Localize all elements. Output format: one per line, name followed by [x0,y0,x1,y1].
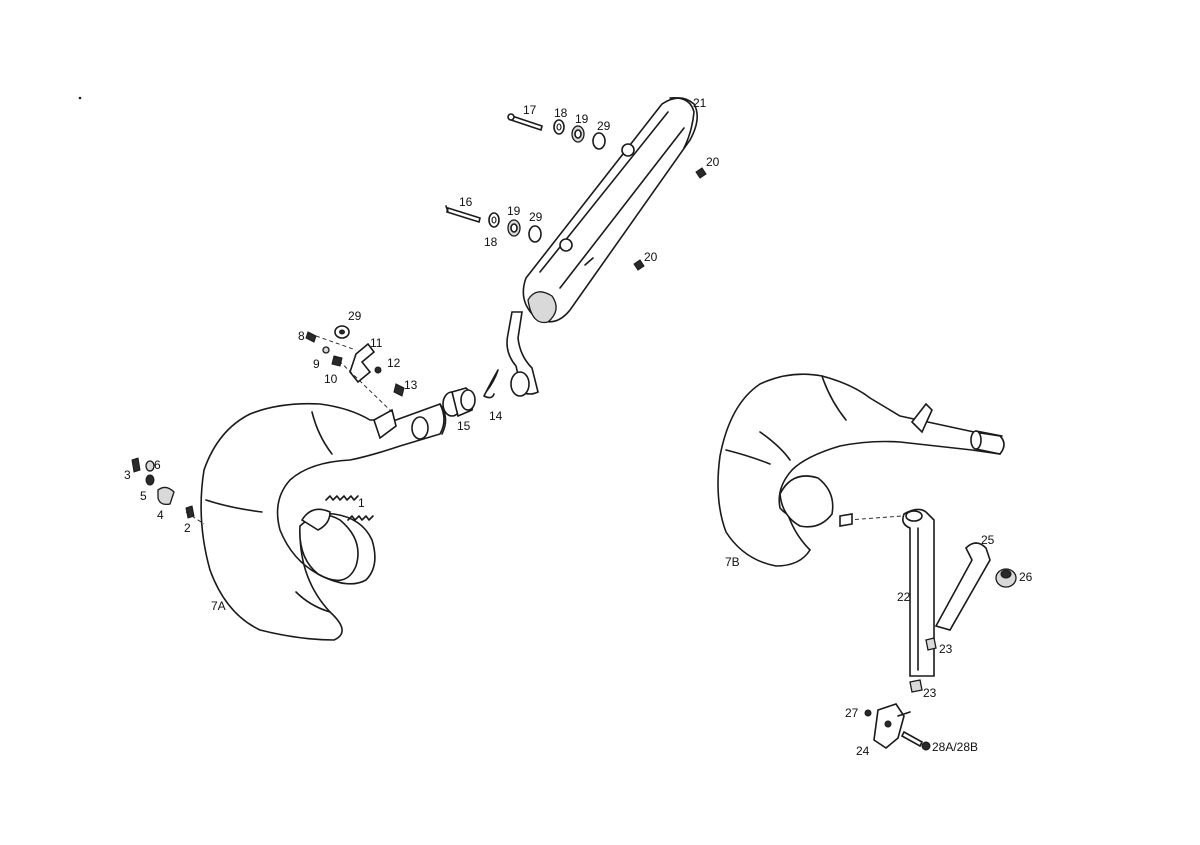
seal-15[interactable] [442,387,476,418]
label-12: 12 [387,356,401,370]
bolt-8[interactable] [305,331,317,343]
label-15: 15 [457,419,471,433]
label-4: 4 [157,508,164,522]
silencer-inlet-pipe [506,311,539,397]
screw-3[interactable] [131,457,141,473]
label-19-bottom: 19 [507,204,521,218]
bolt-16[interactable] [445,205,481,224]
washer-12[interactable] [374,366,382,374]
label-18-top: 18 [554,106,568,120]
expansion-chamber-7a[interactable] [200,402,447,641]
label-1: 1 [358,496,365,510]
label-26: 26 [1019,570,1033,584]
label-23-bottom: 23 [923,686,937,700]
clamp-23-top[interactable] [925,637,937,651]
label-29-top: 29 [597,119,611,133]
label-20-top: 20 [706,155,720,169]
grommet-19-top[interactable] [571,125,585,143]
label-7b: 7B [725,555,740,569]
washer-18-bottom[interactable] [488,212,500,228]
hose-25[interactable] [934,542,991,631]
label-24: 24 [856,744,870,758]
nut-2[interactable] [185,505,195,519]
nut-20-bottom[interactable] [633,259,645,271]
label-22: 22 [897,590,911,604]
label-10: 10 [324,372,338,386]
bushing-5[interactable] [145,474,155,486]
label-5: 5 [140,489,147,503]
silencer-21[interactable] [522,96,698,324]
screw-28a-28b[interactable] [900,730,931,751]
drain-pipe-22[interactable] [902,508,935,677]
plug-7b [839,513,853,527]
label-8: 8 [298,329,305,343]
springs-1[interactable] [325,495,374,521]
bracket-11[interactable] [349,342,376,384]
nut-10[interactable] [331,355,343,367]
label-7a: 7A [211,599,226,613]
spacer-29-top[interactable] [592,132,606,150]
bolt-17[interactable] [507,113,543,132]
spacer-29-bottom[interactable] [528,225,542,243]
label-14: 14 [489,409,503,423]
label-19-top: 19 [575,112,589,126]
label-29-bottom: 29 [529,210,543,224]
cap-26[interactable] [995,568,1017,588]
spring-14[interactable] [483,369,499,399]
label-17: 17 [523,103,537,117]
label-13: 13 [404,378,418,392]
washer-6[interactable] [145,460,155,472]
bolt-13[interactable] [393,383,405,397]
label-29-bracket: 29 [348,309,362,323]
label-28a-28b: 28A/28B [932,740,978,754]
label-11: 11 [370,336,383,350]
label-25: 25 [981,533,995,547]
label-27: 27 [845,706,859,720]
valve-24[interactable] [873,703,911,749]
label-21: 21 [693,96,707,110]
label-9: 9 [313,357,320,371]
label-6: 6 [154,458,161,472]
washer-29-bracket[interactable] [334,325,350,339]
washer-9[interactable] [322,346,330,354]
expansion-chamber-7b[interactable] [717,373,1005,567]
bracket-4[interactable] [157,486,175,506]
nut-27[interactable] [864,709,872,717]
nut-20-top[interactable] [695,167,707,179]
label-2: 2 [184,521,191,535]
label-3: 3 [124,468,131,482]
washer-18-top[interactable] [553,119,565,135]
label-23-top: 23 [939,642,953,656]
label-20-bottom: 20 [644,250,658,264]
label-18-bottom: 18 [484,235,498,249]
clamp-23-bottom[interactable] [909,679,923,693]
grommet-19-bottom[interactable] [507,219,521,237]
label-16: 16 [459,195,473,209]
